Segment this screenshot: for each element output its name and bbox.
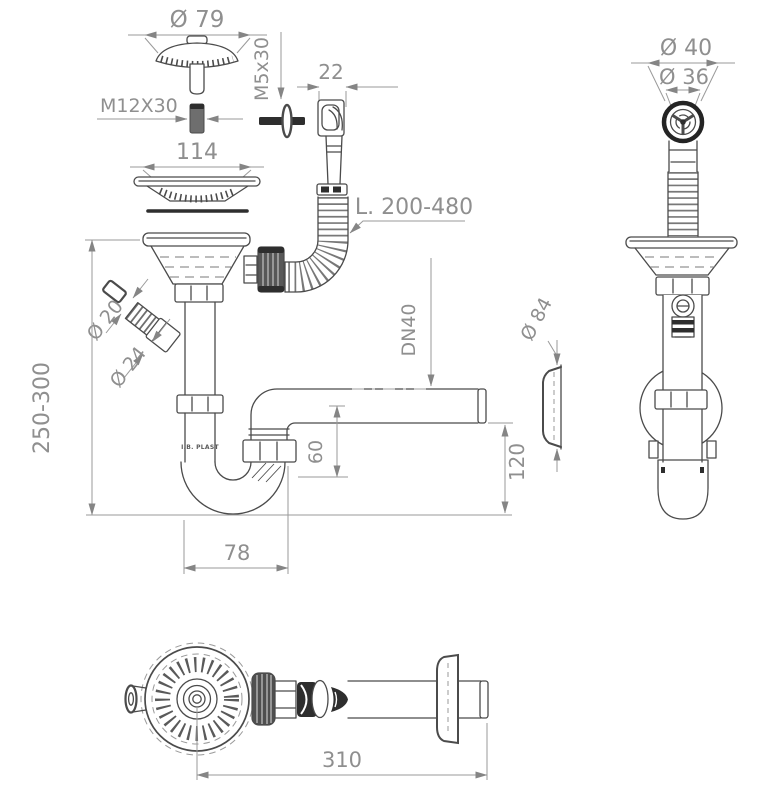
dim-elbow-width: 22 [297,60,398,107]
side-inlet-top [124,684,147,714]
overflow-rosette [661,100,705,144]
dim-rosette-od: Ø 40 [631,36,735,102]
hose-knurled-nut [257,246,285,293]
label-pipe-axis-offset: 60 [305,440,327,464]
label-elbow-width: 22 [318,60,343,84]
locking-screw [189,103,205,134]
dim-flange-diameter: 114 [130,140,264,178]
view-strainer-exploded: Ø 79 M12X30 114 [97,7,267,213]
label-hose-length: L. 200-480 [355,195,473,220]
p-trap-u-bend [180,388,487,515]
strainer-body-front [150,245,258,285]
overflow-elbow [316,99,348,196]
view-overflow-assembly: M5x30 22 [251,32,473,293]
label-outlet-drop: 120 [505,443,529,481]
label-flange-diameter: 114 [176,140,218,165]
label-overflow-screw: M5x30 [251,37,273,101]
label-side-inlet-bore: Ø 20 [83,296,128,345]
wall-flange-side [542,364,562,450]
tailpipe-side [654,294,708,463]
strainer-body-side [634,247,730,296]
u-bend-cup-side [648,440,717,520]
dim-hose-length: L. 200-480 [349,195,473,234]
label-rosette-id: Ø 36 [659,65,709,89]
label-trap-width: 78 [224,541,251,565]
strainer-flange [133,176,261,203]
side-spout-front [671,294,695,338]
label-rosette-od: Ø 40 [660,36,712,61]
tailpipe-front: I.B. PLAST [174,283,224,463]
label-wall-flange-diameter: Ø 84 [516,294,557,344]
strainer-top [140,642,254,756]
dim-overflow-screw: M5x30 [251,32,285,101]
outlet-coupling-top [251,672,348,726]
sink-flange-front [142,232,251,247]
corrugated-overflow-hose [284,196,349,293]
side-inlet-cap [102,279,127,304]
label-basket-diameter: Ø 79 [170,7,225,33]
label-tailpipe-height: 250-300 [30,362,55,454]
label-locking-screw: M12X30 [100,95,178,117]
dim-overall-length: 310 [196,707,488,780]
dim-trap-width: 78 [183,466,289,574]
dim-pipe-axis-offset: 60 [298,405,348,478]
dim-basket-diameter: Ø 79 [128,7,267,54]
view-side-assembly: Ø 40 Ø 36 [625,36,738,520]
outlet-pipe-top [347,653,489,745]
label-brand: I.B. PLAST [181,444,219,451]
view-top-assembly: 310 [124,642,489,780]
basket-plug [155,35,239,95]
sink-flange-side [625,236,738,249]
dim-side-inlet: Ø 20 Ø 24 [83,278,171,392]
rosette-neck [668,140,698,173]
label-side-inlet-od: Ø 24 [106,343,151,392]
dim-rosette-id: Ø 36 [659,65,709,107]
dim-tailpipe-height: 250-300 [30,239,140,516]
label-outlet-pipe: DN40 [398,303,420,356]
dim-outlet-drop: 120 [86,422,529,516]
overflow-screw [259,103,305,139]
label-overall-length: 310 [322,748,362,772]
dim-outlet-pipe: DN40 [398,258,435,387]
corrugated-hose-side [667,171,699,237]
dim-locking-screw: M12X30 [97,95,243,123]
